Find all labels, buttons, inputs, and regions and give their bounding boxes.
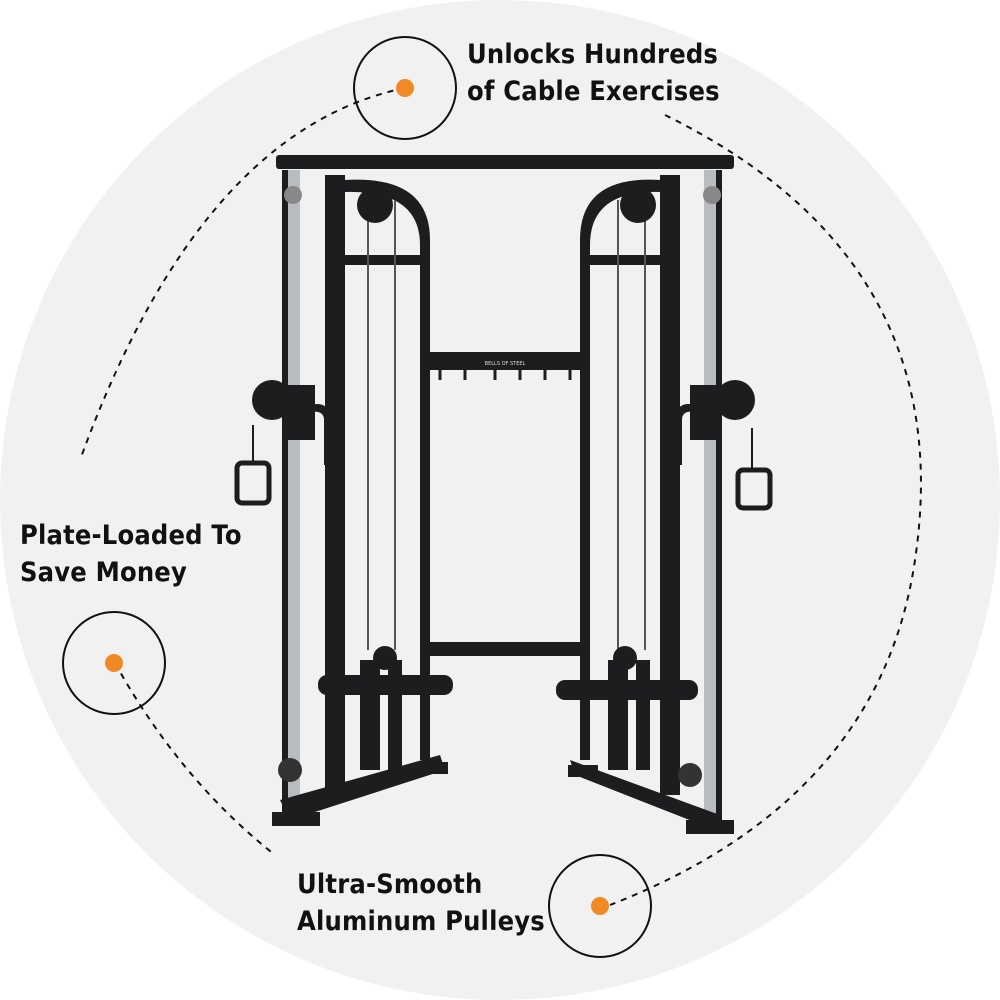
middle-crossbar: [430, 352, 580, 370]
callout-plate-loaded: Plate-Loaded To Save Money: [20, 517, 242, 591]
leader-line-right: [609, 114, 922, 906]
top-left-pulley: [357, 187, 393, 223]
callout-line: Ultra-Smooth: [297, 869, 483, 900]
left-plate-horn: [318, 675, 453, 695]
callout-marker-cable-exercises: [353, 36, 457, 140]
callout-line: of Cable Exercises: [467, 76, 720, 107]
brand-logo: BELLS OF STEEL: [485, 361, 526, 367]
left-base: [280, 755, 445, 820]
orange-dot-icon: [396, 79, 414, 97]
right-upright: [660, 175, 680, 795]
leader-lines: [79, 87, 922, 906]
left-chrome-upright: [286, 170, 300, 820]
leader-line-top: [79, 87, 406, 461]
left-carriage-pulley: [252, 380, 292, 420]
right-base: [570, 760, 720, 830]
callout-marker-aluminum-pulleys: [548, 854, 652, 958]
orange-dot-icon: [105, 654, 123, 672]
lower-crossbar: [430, 642, 580, 656]
callout-line: Unlocks Hundreds: [467, 39, 719, 70]
left-upright: [325, 175, 345, 795]
callout-line: Save Money: [20, 557, 187, 588]
top-right-pulley: [620, 187, 656, 223]
callout-line: Aluminum Pulleys: [297, 906, 545, 937]
callout-cable-exercises: Unlocks Hundreds of Cable Exercises: [467, 36, 720, 110]
right-chrome-upright: [704, 170, 718, 820]
top-crossbar: [276, 155, 734, 169]
orange-dot-icon: [591, 897, 609, 915]
cable-machine: BELLS OF STEEL: [234, 155, 773, 834]
right-carriage-pulley: [715, 380, 755, 420]
callout-marker-plate-loaded: [62, 611, 166, 715]
callout-aluminum-pulleys: Ultra-Smooth Aluminum Pulleys: [297, 866, 545, 940]
right-handle: [735, 467, 773, 511]
callout-line: Plate-Loaded To: [20, 520, 242, 551]
leader-line-bottom-left: [114, 662, 276, 856]
